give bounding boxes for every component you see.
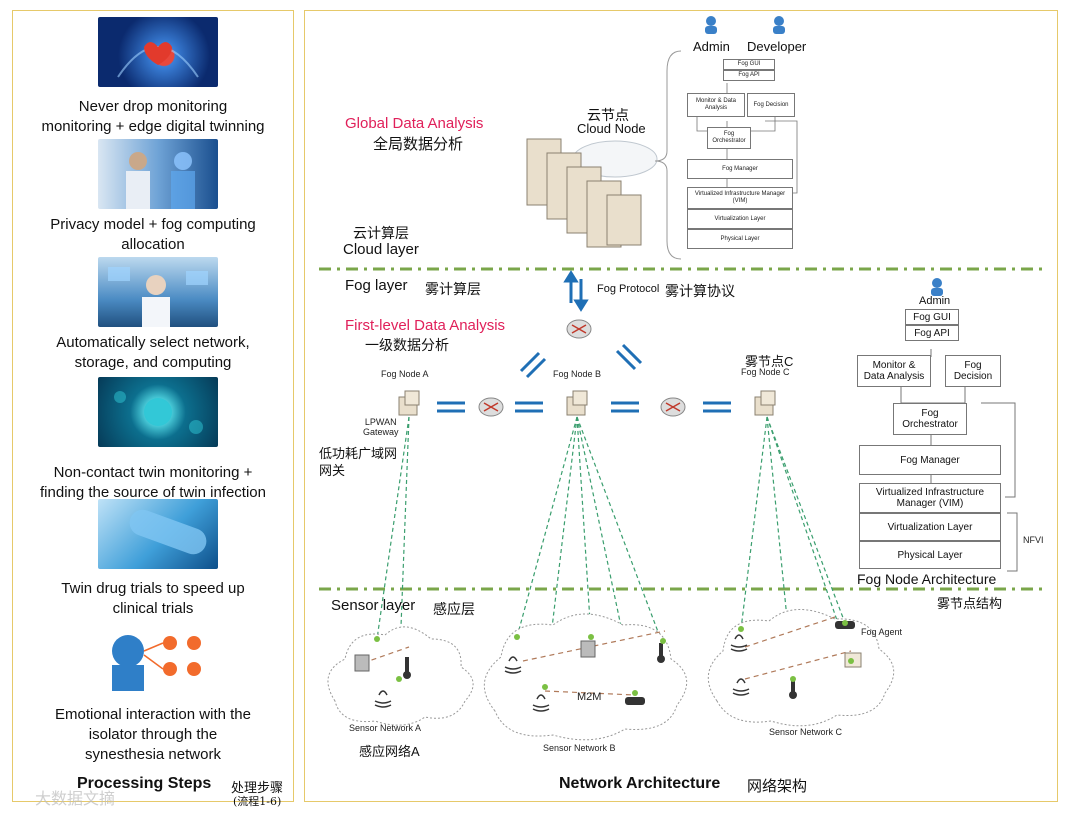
sensor-network-b-label: Sensor Network B bbox=[543, 743, 616, 753]
step-1-caption: Never drop monitoring monitoring + edge … bbox=[41, 98, 265, 135]
watermark: 大数据文摘 bbox=[35, 791, 116, 808]
sensor-layer-label: Sensor layer bbox=[331, 597, 416, 614]
sensor-cloud-c bbox=[707, 609, 895, 727]
fog-node-a-label: Fog Node A bbox=[381, 369, 429, 379]
cloud-brace bbox=[654, 50, 682, 260]
first-level-analysis-label: First-level Data Analysis bbox=[345, 317, 506, 334]
sensor-network-a-label: Sensor Network A bbox=[349, 723, 422, 733]
cloud-virtualization-layer: Virtualization Layer bbox=[687, 209, 793, 229]
lab-computing-icon bbox=[98, 257, 218, 327]
sensor-cloud-a bbox=[327, 626, 474, 726]
router-left-icon bbox=[478, 397, 504, 417]
fog-arch-physical: Physical Layer bbox=[859, 541, 1001, 569]
processing-steps-note-cn: (流程1-6) bbox=[233, 795, 282, 808]
virus-icon bbox=[98, 377, 218, 447]
step-6: Emotional interaction with the isolator … bbox=[13, 621, 293, 771]
fog-node-b-icon bbox=[566, 390, 588, 416]
network-architecture-panel: Admin Developer Fog GUI Fog API Monitor … bbox=[304, 10, 1058, 802]
fog-node-b-label: Fog Node B bbox=[553, 369, 602, 379]
sensor-cloud-b bbox=[483, 613, 687, 741]
cloud-servers-icon bbox=[526, 138, 658, 248]
step-3-caption: Automatically select network, storage, a… bbox=[56, 334, 250, 371]
sensor-layer-cn: 感应层 bbox=[433, 601, 475, 617]
fog-node-arch-cn: 雾节点结构 bbox=[937, 596, 1003, 611]
step-1: Never drop monitoring monitoring + edge … bbox=[13, 17, 293, 137]
global-analysis-label: Global Data Analysis bbox=[345, 115, 484, 132]
processing-steps-title: Processing Steps bbox=[77, 775, 212, 792]
step-4-caption: Non-contact twin monitoring + finding th… bbox=[40, 464, 266, 501]
fog-arch-gui: Fog GUI bbox=[905, 309, 959, 325]
fog-node-c-label: Fog Node C bbox=[741, 367, 790, 377]
cloud-fog-manager: Fog Manager bbox=[687, 159, 793, 179]
fog-arch-monitor: Monitor & Data Analysis bbox=[857, 355, 931, 387]
digital-twin-human-icon bbox=[98, 139, 218, 209]
network-architecture-title: Network Architecture bbox=[559, 775, 721, 792]
sensor-network-c-label: Sensor Network C bbox=[769, 727, 843, 737]
fog-node-a-icon bbox=[398, 390, 420, 416]
step-2: Privacy model + fog computing allocation bbox=[13, 139, 293, 259]
step-5-caption: Twin drug trials to speed up clinical tr… bbox=[61, 580, 245, 617]
fog-node-c-cn: 雾节点C bbox=[745, 354, 794, 369]
fog-arch-admin-icon bbox=[929, 277, 945, 297]
cloud-fog-api: Fog API bbox=[723, 70, 775, 81]
cloud-vim: Virtualized Infrastructure Manager (VIM) bbox=[687, 187, 793, 209]
fog-arch-orchestrator: Fog Orchestrator bbox=[893, 403, 967, 435]
cloud-node-cn: 云节点 bbox=[587, 107, 629, 123]
fog-arch-vim: Virtualized Infrastructure Manager (VIM) bbox=[859, 483, 1001, 513]
router-top-icon bbox=[566, 319, 592, 339]
cloud-orchestrator: Fog Orchestrator bbox=[707, 127, 751, 149]
global-analysis-cn: 全局数据分析 bbox=[373, 135, 464, 153]
fog-protocol-arrows bbox=[563, 270, 589, 312]
first-level-analysis-cn: 一级数据分析 bbox=[365, 337, 449, 353]
nfvi-label: NFVI bbox=[1023, 535, 1044, 545]
fog-arch-admin-label: Admin bbox=[919, 295, 951, 307]
step-4: Non-contact twin monitoring + finding th… bbox=[13, 377, 293, 501]
sensor-icons-b bbox=[504, 634, 666, 712]
cloud-node-label: Cloud Node bbox=[577, 121, 646, 136]
lpwan-gateway-cn: 低功耗广域网 网关 bbox=[319, 446, 398, 478]
sensor-icons-a bbox=[354, 636, 411, 708]
fog-protocol-label: Fog Protocol bbox=[597, 283, 660, 295]
fog-protocol-cn: 雾计算协议 bbox=[665, 283, 735, 299]
fog-arch-decision: Fog Decision bbox=[945, 355, 1001, 387]
fog-arch-api: Fog API bbox=[905, 325, 959, 341]
horizontal-arrows bbox=[437, 401, 731, 413]
sensor-icons-c bbox=[730, 620, 862, 699]
diagonal-arrows bbox=[519, 343, 643, 379]
processing-steps-panel: Never drop monitoring monitoring + edge … bbox=[12, 10, 294, 808]
heart-scan-icon bbox=[98, 17, 218, 87]
router-right-icon bbox=[660, 397, 686, 417]
test-tube-icon bbox=[98, 499, 218, 569]
step-3: Automatically select network, storage, a… bbox=[13, 257, 293, 377]
fog-layer-label: Fog layer bbox=[345, 277, 408, 294]
cloud-layer-cn: 云计算层 bbox=[353, 225, 409, 241]
fog-arch-manager: Fog Manager bbox=[859, 445, 1001, 475]
fog-node-arch-title: Fog Node Architecture bbox=[857, 571, 997, 587]
fog-arch-virtualization: Virtualization Layer bbox=[859, 513, 1001, 541]
fog-agent-label: Fog Agent bbox=[861, 627, 903, 637]
step-2-caption: Privacy model + fog computing allocation bbox=[50, 216, 256, 253]
fog-layer-cn: 雾计算层 bbox=[425, 281, 481, 297]
fog-node-c-icon bbox=[754, 390, 776, 416]
network-diagram bbox=[319, 50, 1043, 741]
network-architecture-cn: 网络架构 bbox=[747, 778, 808, 795]
sensor-network-a-cn: 感应网络A bbox=[359, 744, 420, 759]
head-network-icon bbox=[98, 621, 218, 691]
cloud-developer-label: Developer bbox=[747, 39, 807, 54]
cloud-layer-label: Cloud layer bbox=[343, 241, 419, 258]
step-5: Twin drug trials to speed up clinical tr… bbox=[13, 499, 293, 619]
cloud-admin-label: Admin bbox=[693, 39, 730, 54]
step-6-caption: Emotional interaction with the isolator … bbox=[55, 706, 251, 763]
m2m-label: M2M bbox=[577, 691, 602, 703]
cloud-fog-gui: Fog GUI bbox=[723, 59, 775, 70]
cloud-decision: Fog Decision bbox=[747, 93, 795, 117]
cloud-physical-layer: Physical Layer bbox=[687, 229, 793, 249]
lpwan-gateway-label: LPWAN Gateway bbox=[363, 417, 399, 437]
developer-user-icon bbox=[771, 15, 787, 35]
admin-user-icon bbox=[703, 15, 719, 35]
cloud-monitor: Monitor & Data Analysis bbox=[687, 93, 745, 117]
processing-steps-title-cn: 处理步骤 bbox=[231, 781, 284, 796]
